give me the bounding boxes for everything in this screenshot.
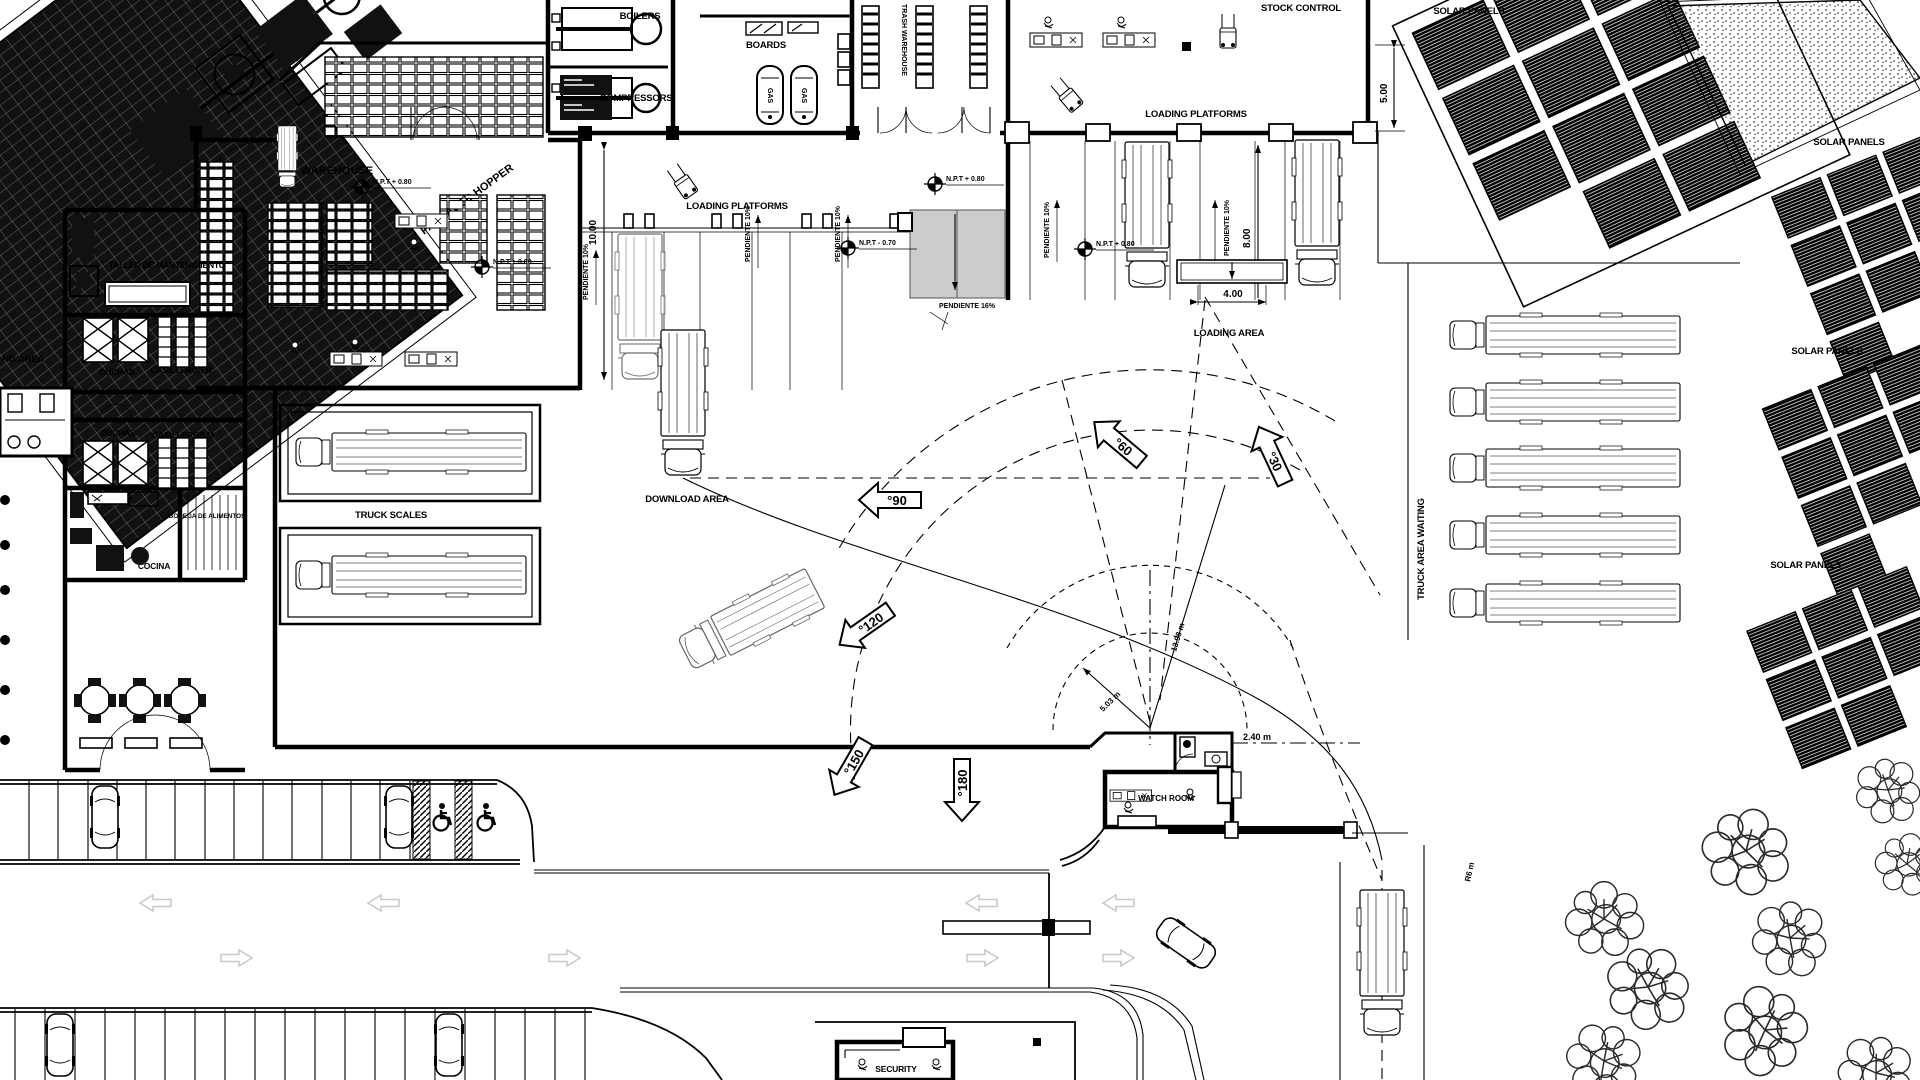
dim-5-label: 5.00 — [1379, 83, 1390, 103]
compressors-label: COMPRESSORS — [600, 93, 673, 104]
loading-docks-east: PENDIENTE 10% PENDIENTE 10% 8.00 4.00 LO… — [1029, 40, 1405, 339]
dock-bumpers — [623, 213, 919, 229]
truck-area-waiting-label: TRUCK AREA WAITING — [1416, 498, 1427, 600]
svg-text:N.P.T + 0.80: N.P.T + 0.80 — [373, 179, 412, 186]
level-markers: N.P.T + 0.80 N.P.T + 0.80 N.P.T + 0.80 N… — [350, 172, 1154, 279]
parking-area-label: NG AREA — [2, 354, 44, 365]
boilers-label: BOILERS — [620, 11, 661, 22]
parking-row-north — [0, 779, 535, 865]
warehouse-label: WAREHOUSE — [301, 165, 373, 177]
svg-text:°180: °180 — [955, 770, 970, 797]
watch-room-label: WATCH ROOM — [1138, 794, 1194, 803]
solar-panels-label-4: SOLAR PANELS — [1770, 560, 1841, 571]
solar-field-4: SOLAR PANELS — [1746, 560, 1920, 770]
svg-text:PENDIENTE 10%: PENDIENTE 10% — [1044, 201, 1051, 258]
trash-warehouse-label: TRASH WAREHOUSE — [900, 4, 907, 76]
solar-field-2: SOLAR PANELS — [1770, 131, 1920, 384]
ramp-slopes-east: PENDIENTE 10% PENDIENTE 10% — [1044, 199, 1231, 262]
solar-panels-label-3: SOLAR PANELS — [1791, 346, 1862, 357]
boards-equipment — [745, 21, 819, 36]
duchas2-label: DUCHAS — [100, 428, 136, 438]
ramp-16: PENDIENTE 16% — [897, 209, 1006, 331]
bodega-shelving — [187, 495, 237, 570]
yard-boundary — [272, 385, 1175, 750]
road-curbs — [534, 869, 1205, 1080]
maneuvering-truck — [657, 329, 709, 476]
dim-4-label: 4.00 — [1223, 289, 1243, 300]
svg-text:N.P.T + 0.80: N.P.T + 0.80 — [493, 259, 532, 266]
dim-240-label: 2.40 m — [1243, 732, 1271, 742]
loading-docks-west: LOADING PLATFORMS 10.00 PENDIENTE 10% PE… — [580, 142, 1006, 476]
duchas1-label: DUCHAS — [99, 367, 135, 377]
solar-panels-label-2: SOLAR PANELS — [1813, 137, 1884, 148]
dim-8-label: 8.00 — [1242, 228, 1253, 248]
truck-waiting-area: TRUCK AREA WAITING — [1377, 131, 1740, 640]
security-label: SECURITY — [875, 1064, 917, 1074]
cocina-label: COCINA — [138, 561, 170, 571]
truck-scales: TRUCK SCALES — [278, 403, 542, 626]
solar-field-3: SOLAR PANELS — [1761, 343, 1920, 596]
svg-text:PENDIENTE 10%: PENDIENTE 10% — [583, 243, 590, 300]
curb-radius-label: R6 m — [1463, 861, 1476, 882]
bodega-label: BODEGA DE ALIMENTOS — [169, 513, 245, 520]
svg-text:PENDIENTE 10%: PENDIENTE 10% — [835, 205, 842, 262]
pallet-racks — [199, 161, 546, 313]
exit-road: R6 m — [1339, 845, 1476, 1080]
solar-field-top: SOLAR PANELS — [1391, 0, 1851, 308]
gas-tank-label: GAS — [766, 88, 773, 104]
storage-room — [190, 41, 592, 205]
loading-platforms-right-label: LOADING PLATFORMS — [1145, 109, 1246, 120]
pendiente16-label: PENDIENTE 16% — [939, 303, 996, 310]
loading-platforms-left-label: LOADING PLATFORMS — [686, 201, 787, 212]
parking-lot — [0, 779, 1221, 1080]
dining-tables — [74, 678, 206, 749]
radius-14-label: 13.98 m — [1169, 622, 1186, 653]
boards-label: BOARDS — [746, 40, 786, 51]
compressor-equipment — [560, 75, 612, 120]
download-area-label: DOWNLOAD AREA — [645, 494, 729, 505]
svg-text:°90: °90 — [887, 493, 907, 508]
loading-area-label: LOADING AREA — [1194, 328, 1265, 339]
security-building: SECURITY — [815, 1021, 1076, 1080]
casilleros-h-label: CASILLEROS H — [151, 365, 212, 375]
truck-scales-label: TRUCK SCALES — [355, 510, 427, 521]
angle-arrows: °30 °60 °90 °120 °150 °180 — [818, 408, 1302, 822]
turning-diagram: 5.03 m 13.98 m °30 °60 °90 °120 °150 °18… — [673, 296, 1383, 881]
svg-text:PENDIENTE 10%: PENDIENTE 10% — [745, 205, 752, 262]
left-columns — [0, 495, 10, 745]
taller-label: TALLER DE MANTENIMIENTO — [109, 260, 226, 270]
gravel-bed — [1659, 0, 1920, 175]
pallet-rack — [324, 56, 544, 138]
svg-text:N.P.T + 0.80: N.P.T + 0.80 — [1096, 241, 1135, 248]
trash-racks — [861, 5, 988, 89]
dim-10-label: 10.00 — [588, 220, 599, 245]
radius-5-label: 5.03 m — [1098, 690, 1122, 714]
stock-control-label: STOCK CONTROL — [1261, 3, 1341, 14]
casilleros-m-label: CASILLEROS M — [152, 430, 214, 440]
exit-gate-barrier — [1168, 821, 1408, 839]
watch-room: WATCH ROOM 2.40 m — [1059, 731, 1408, 867]
restrooms — [0, 386, 74, 458]
entry-gate — [942, 873, 1091, 988]
solar-panels-label-1: SOLAR PANELS — [1433, 6, 1504, 17]
landscape-trees — [1556, 743, 1920, 1080]
svg-text:N.P.T - 0.70: N.P.T - 0.70 — [859, 240, 896, 247]
warehouse: WAREHOUSE — [193, 125, 583, 391]
svg-text:N.P.T + 0.80: N.P.T + 0.80 — [946, 176, 985, 183]
parking-row-south — [0, 1007, 723, 1080]
plant-rooms: BOILERS COMPRESSORS BOARDS GAS GAS TRASH… — [545, 0, 1378, 300]
dock-columns — [1004, 121, 1378, 144]
boiler-equipment — [551, 7, 663, 119]
gas-tank-label: GAS — [800, 88, 807, 104]
kitchen-equipment — [70, 491, 159, 571]
car-at-gate — [1151, 912, 1221, 974]
stock-control-room: STOCK CONTROL LOADING PLATFORMS — [1029, 3, 1342, 120]
packaged-hopper-machinery — [130, 0, 403, 179]
svg-text:PENDIENTE 10%: PENDIENTE 10% — [1224, 199, 1231, 256]
left-wing: TALLER DE MANTENIMIENTO DUCHAS CASILLERO… — [0, 207, 248, 773]
